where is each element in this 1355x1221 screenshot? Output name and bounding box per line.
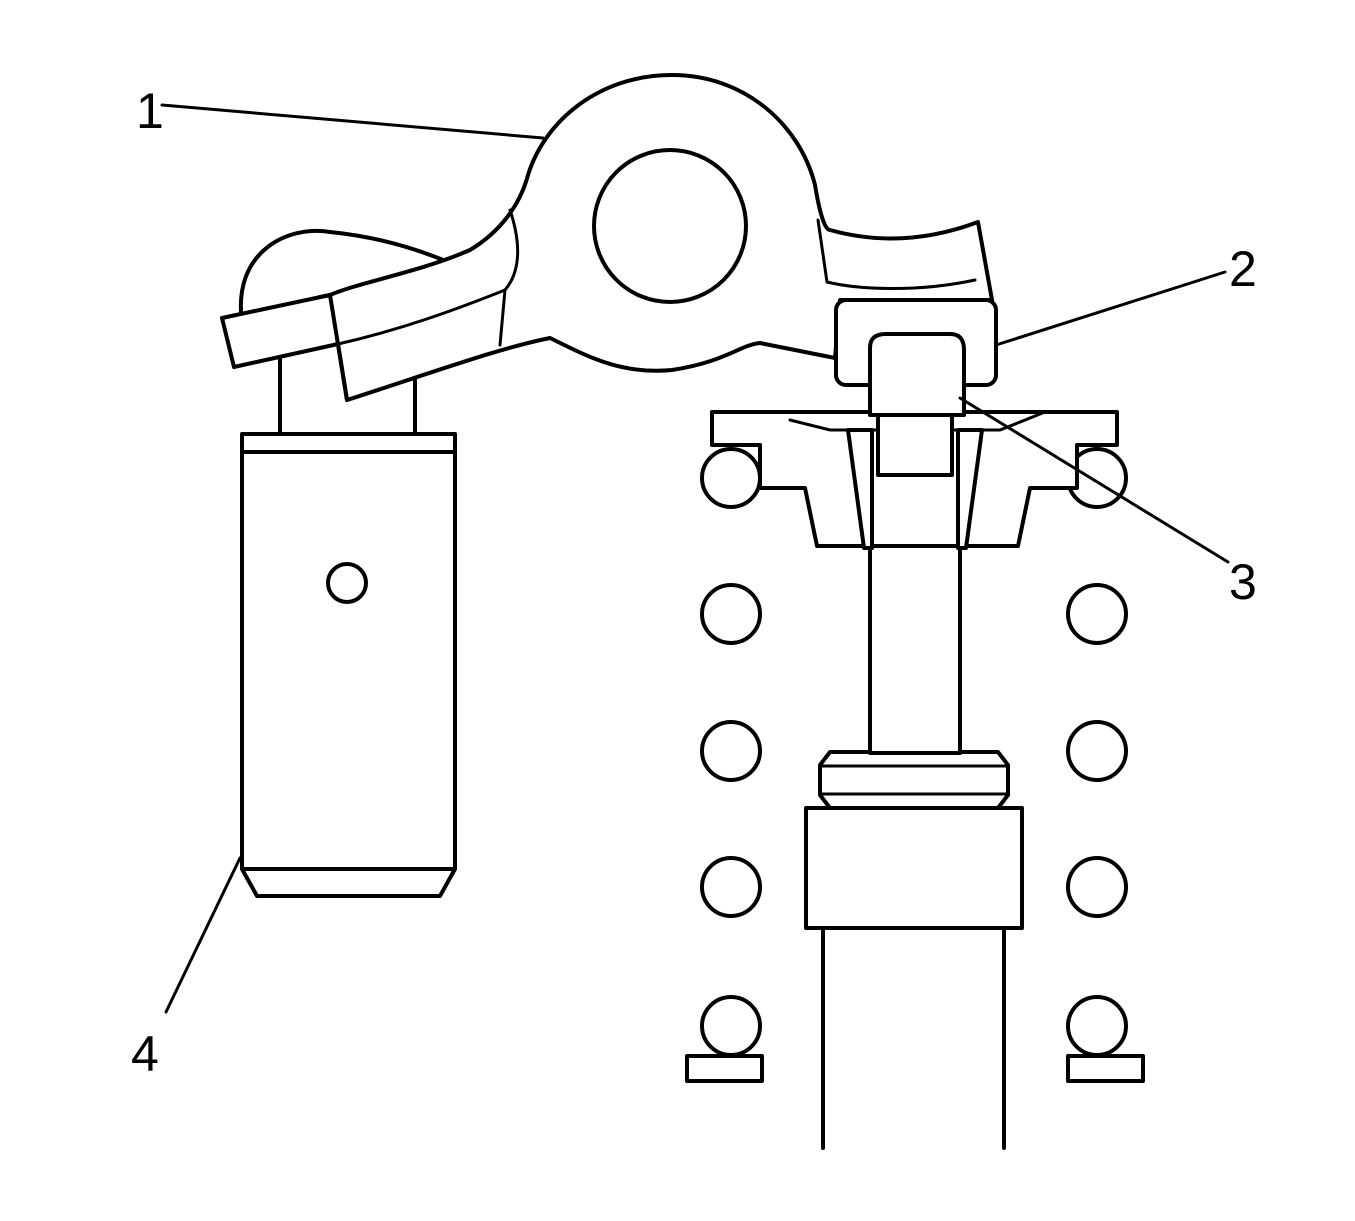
leader-line-4 [164,856,242,1014]
rocker-arm [220,73,994,402]
valve-stem-seal [818,750,1010,810]
rocker-arm-valve-pad [834,298,998,417]
leader-line-2 [994,270,1227,347]
valve-spring [685,447,1145,1083]
valve-spring-retainer [710,410,1119,548]
leader-line-1 [160,103,545,140]
valve-stem-tip [876,413,954,477]
callout-2: 2 [1229,241,1257,297]
callout-3: 3 [1229,554,1257,610]
valve-lash-adjuster [240,356,457,898]
callout-leaders [160,103,1230,1014]
leader-line-3 [958,396,1230,564]
valve-guide [804,806,1024,1150]
callout-1: 1 [136,83,164,139]
callout-4: 4 [131,1026,159,1082]
valve-keepers [788,410,1047,550]
